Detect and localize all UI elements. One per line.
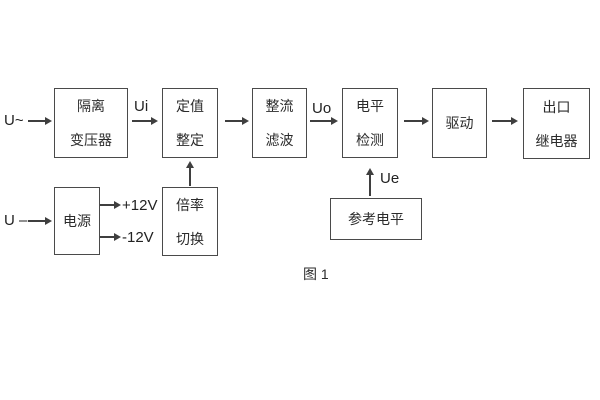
block-label-line: 电源 [63,213,91,229]
label-u-ac: U~ [4,112,24,129]
arrow-ratio-to-setting [186,161,194,186]
block-label-line: 隔离 [77,98,105,114]
arrow-rectifier-to-level [310,117,338,125]
label-ue: Ue [380,170,400,187]
block-label-line: 出口 [542,98,571,115]
figure-caption: 图 1 [303,266,329,282]
block-label-line: 倍率 [176,196,204,213]
arrow-u-dc-to-power [28,217,52,225]
arrow-power-plus-12v [100,201,121,209]
block-label-line: 整流 [265,98,294,114]
arrow-transformer-to-setting [132,117,158,125]
label-ui: Ui [134,98,149,115]
label-minus-12v: -12V [122,229,154,246]
label-plus-12v: +12V [122,197,158,214]
block-label-line: 参考电平 [348,211,404,227]
arrow-u-ac-to-transformer [28,117,52,125]
block-label-line: 变压器 [70,132,112,148]
label-u-dc: U – [4,212,28,229]
block-label-line: 继电器 [535,132,578,149]
block-label-line: 切换 [176,230,204,247]
block-value-setting: 定值 整定 [162,88,218,158]
block-reference-level: 参考电平 [330,198,422,240]
block-ratio-switching: 倍率 切换 [162,187,218,256]
block-isolation-transformer: 隔离 变压器 [54,88,128,158]
block-level-detection: 电平 检测 [342,88,398,158]
block-label-line: 定值 [176,98,204,114]
arrow-setting-to-rectifier [225,117,249,125]
arrow-level-to-driver [404,117,429,125]
block-label-line: 滤波 [265,132,294,148]
block-power-supply: 电源 [54,187,100,255]
block-rectifier-filter: 整流 滤波 [252,88,307,158]
block-driver: 驱动 [432,88,487,158]
arrow-power-minus-12v [100,233,121,241]
arrow-driver-to-relay [492,117,518,125]
block-output-relay: 出口 继电器 [523,88,590,159]
arrow-reference-to-level [366,168,374,196]
block-label-line: 整定 [176,132,204,148]
block-label-line: 电平 [356,98,384,114]
block-label-line: 驱动 [445,115,474,131]
block-label-line: 检测 [356,132,384,148]
label-uo: Uo [312,100,332,117]
